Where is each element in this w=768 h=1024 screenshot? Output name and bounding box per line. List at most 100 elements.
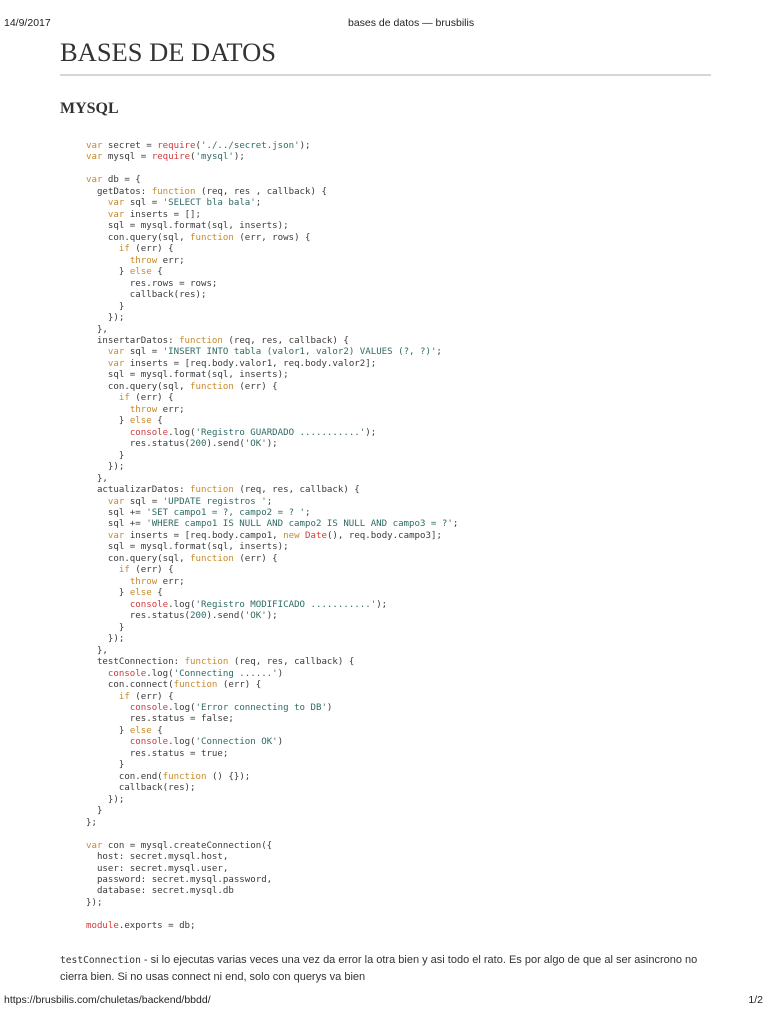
code-keyword: var [86, 152, 103, 163]
code-keyword: function [190, 485, 234, 496]
code-keyword: if [118, 565, 130, 576]
code-line: } else { [86, 267, 163, 278]
code-keyword: function [162, 771, 207, 782]
code-line: }, [86, 473, 108, 484]
code-line: }; [86, 817, 97, 828]
code-line: testConnection: function (req, res, call… [86, 657, 355, 668]
code-keyword: throw [129, 576, 158, 587]
code-line: var sql = 'SELECT bla bala'; [107, 198, 262, 209]
code-line: }, [86, 645, 108, 656]
code-builtin: console [129, 599, 169, 610]
code-line: }, [86, 324, 108, 335]
print-footer-page-number: 1/2 [748, 994, 763, 1006]
code-line: sql = mysql.format(sql, inserts); [86, 542, 289, 553]
code-keyword: else [129, 267, 152, 278]
code-line: host: secret.mysql.host, [86, 852, 229, 863]
code-keyword: var [107, 496, 125, 507]
code-line: sql = mysql.format(sql, inserts); [86, 221, 289, 232]
code-string: 'Error connecting to DB' [195, 702, 327, 713]
code-line: callback(res); [86, 783, 196, 794]
note-paragraph: testConnection - si lo ejecutas varias v… [60, 952, 715, 986]
code-line: } [86, 450, 125, 461]
code-keyword: else [129, 725, 152, 736]
code-keyword: function [184, 657, 229, 668]
code-builtin: require [151, 152, 191, 163]
code-line: res.rows = rows; [86, 278, 218, 289]
code-line: password: secret.mysql.password, [86, 875, 273, 885]
code-line: } else { [86, 416, 163, 427]
code-keyword: else [129, 416, 152, 427]
code-keyword: if [118, 691, 130, 702]
code-line: sql += 'SET campo1 = ?, campo2 = ? '; [86, 508, 311, 518]
code-block: var secret = require('./../secret.json')… [86, 141, 458, 932]
code-string: 'mysql' [195, 152, 234, 163]
code-line: console.log('Connecting ......') [107, 668, 284, 679]
code-line: res.status = true; [86, 748, 229, 759]
code-line: con.end(function () {}); [86, 771, 251, 782]
code-keyword: function [179, 335, 223, 346]
code-line: getDatos: function (req, res , callback)… [86, 186, 327, 197]
code-line: sql += 'WHERE campo1 IS NULL AND campo2 … [86, 519, 459, 530]
code-line: throw err; [129, 404, 185, 415]
code-line: } [86, 622, 125, 633]
code-line: user: secret.mysql.user, [86, 863, 229, 874]
code-string: 'Connecting ......' [173, 668, 278, 679]
code-builtin: console [107, 668, 147, 679]
code-line: }); [86, 462, 125, 473]
code-line: insertarDatos: function (req, res, callb… [86, 335, 349, 346]
code-builtin: console [129, 737, 169, 748]
code-string: 'SET campo1 = ?, campo2 = ? ' [146, 508, 306, 518]
code-keyword: throw [129, 255, 158, 266]
code-line: con.connect(function (err) { [86, 680, 262, 691]
code-keyword: function [151, 186, 196, 197]
code-keyword: var [107, 209, 125, 220]
print-header-title: bases de datos — brusbilis [348, 17, 475, 29]
code-line: con.query(sql, function (err) { [86, 381, 278, 392]
code-line: var secret = require('./../secret.json')… [86, 141, 311, 151]
code-line: database: secret.mysql.db [86, 886, 234, 897]
code-line: console.log('Connection OK') [129, 737, 284, 748]
code-keyword: function [173, 680, 218, 691]
code-line: }); [86, 634, 125, 645]
title-divider [60, 74, 711, 76]
print-footer-url: https://brusbilis.com/chuletas/backend/b… [4, 994, 211, 1006]
code-keyword: if [118, 244, 130, 255]
code-keyword: var [86, 141, 103, 151]
code-keyword: var [107, 198, 125, 209]
code-string: 'WHERE campo1 IS NULL AND campo2 IS NULL… [146, 519, 453, 530]
note-text: - si lo ejecutas varias veces una vez da… [60, 954, 698, 983]
code-string: 'UPDATE registros ' [162, 496, 267, 507]
code-line: callback(res); [86, 290, 207, 301]
code-line: } else { [86, 725, 163, 736]
code-string: './../secret.json' [201, 141, 300, 151]
code-line: } else { [86, 588, 163, 599]
code-builtin: Date [305, 530, 327, 541]
code-line: var mysql = require('mysql'); [86, 152, 245, 163]
code-line: throw err; [129, 255, 185, 266]
code-keyword: else [129, 588, 152, 599]
code-line: var sql = 'UPDATE registros '; [107, 496, 273, 507]
code-builtin: module [86, 920, 119, 931]
code-line: }); [86, 897, 103, 908]
code-line: }); [86, 313, 125, 324]
code-line: var inserts = []; [107, 209, 201, 220]
code-string: 'SELECT bla bala' [162, 198, 256, 209]
code-line: res.status(200).send('OK'); [86, 439, 278, 450]
code-line: } [86, 301, 125, 312]
code-builtin: console [129, 702, 169, 713]
code-line: } [86, 806, 103, 817]
code-keyword: var [107, 530, 125, 541]
code-line: } [86, 760, 125, 771]
code-line: res.status(200).send('OK'); [86, 611, 278, 622]
code-line: var db = { [86, 175, 141, 186]
code-line: res.status = false; [86, 714, 234, 725]
code-keyword: function [190, 553, 234, 564]
code-keyword: function [190, 381, 234, 392]
code-keyword: function [190, 232, 234, 243]
code-keyword: throw [129, 404, 158, 415]
code-string: 'OK' [244, 439, 267, 450]
code-line: if (err) { [118, 565, 174, 576]
code-line: throw err; [129, 576, 185, 587]
code-string: 'INSERT INTO tabla (valor1, valor2) VALU… [162, 347, 437, 358]
code-builtin: require [157, 141, 196, 151]
